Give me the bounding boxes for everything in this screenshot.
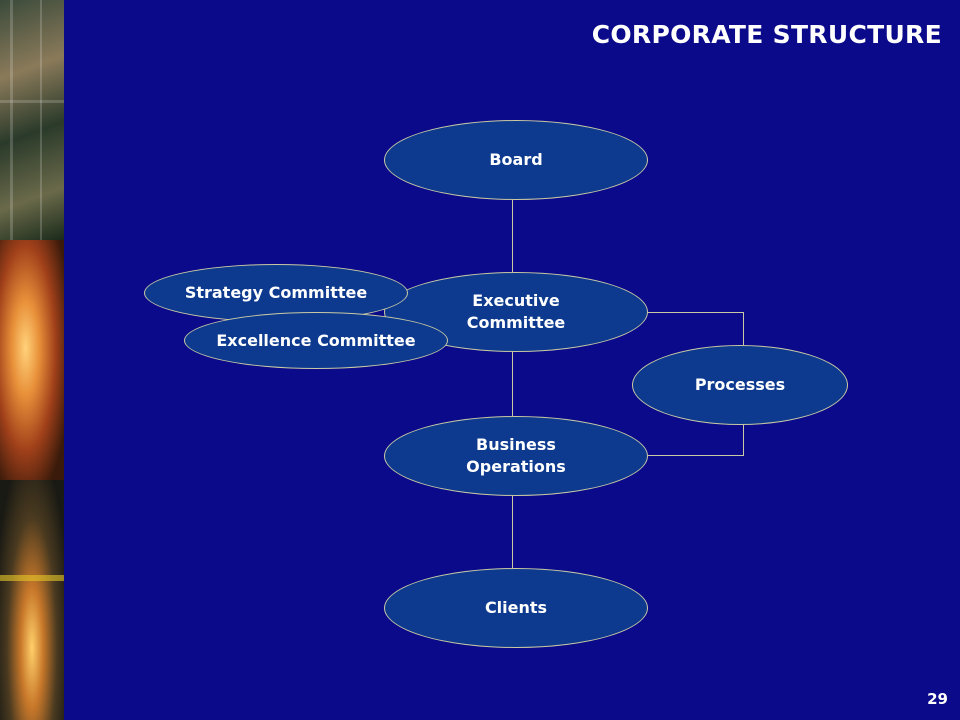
strategy-committee-node: Strategy Committee [144, 264, 408, 322]
clients-label: Clients [484, 598, 548, 617]
board-label: Board [489, 150, 543, 169]
strategy-committee-label: Strategy Committee [184, 283, 368, 302]
photo-strip [0, 0, 64, 720]
connector-business-right [648, 455, 744, 456]
page-number: 29 [927, 690, 948, 708]
processes-label: Processes [694, 375, 786, 394]
connector-board-executive [512, 200, 513, 272]
excellence-committee-label: Excellence Committee [216, 330, 416, 350]
page-title: CORPORATE STRUCTURE [591, 20, 942, 49]
board-node: Board [384, 120, 648, 200]
business-operations-label: Business Operations [466, 435, 566, 476]
mill-photo [0, 480, 64, 720]
clients-node: Clients [384, 568, 648, 648]
steel-plant-photo [0, 0, 64, 240]
processes-node: Processes [632, 345, 848, 425]
connector-executive-right [648, 312, 744, 313]
connector-executive-business [512, 352, 513, 416]
connector-business-clients [512, 496, 513, 568]
business-operations-node: Business Operations [384, 416, 648, 496]
connector-processes-top [743, 312, 744, 345]
excellence-committee-node: Excellence Committee [184, 312, 448, 369]
furnace-photo [0, 240, 64, 480]
executive-committee-label: Executive Committee [466, 291, 566, 332]
connector-processes-bottom [743, 424, 744, 456]
